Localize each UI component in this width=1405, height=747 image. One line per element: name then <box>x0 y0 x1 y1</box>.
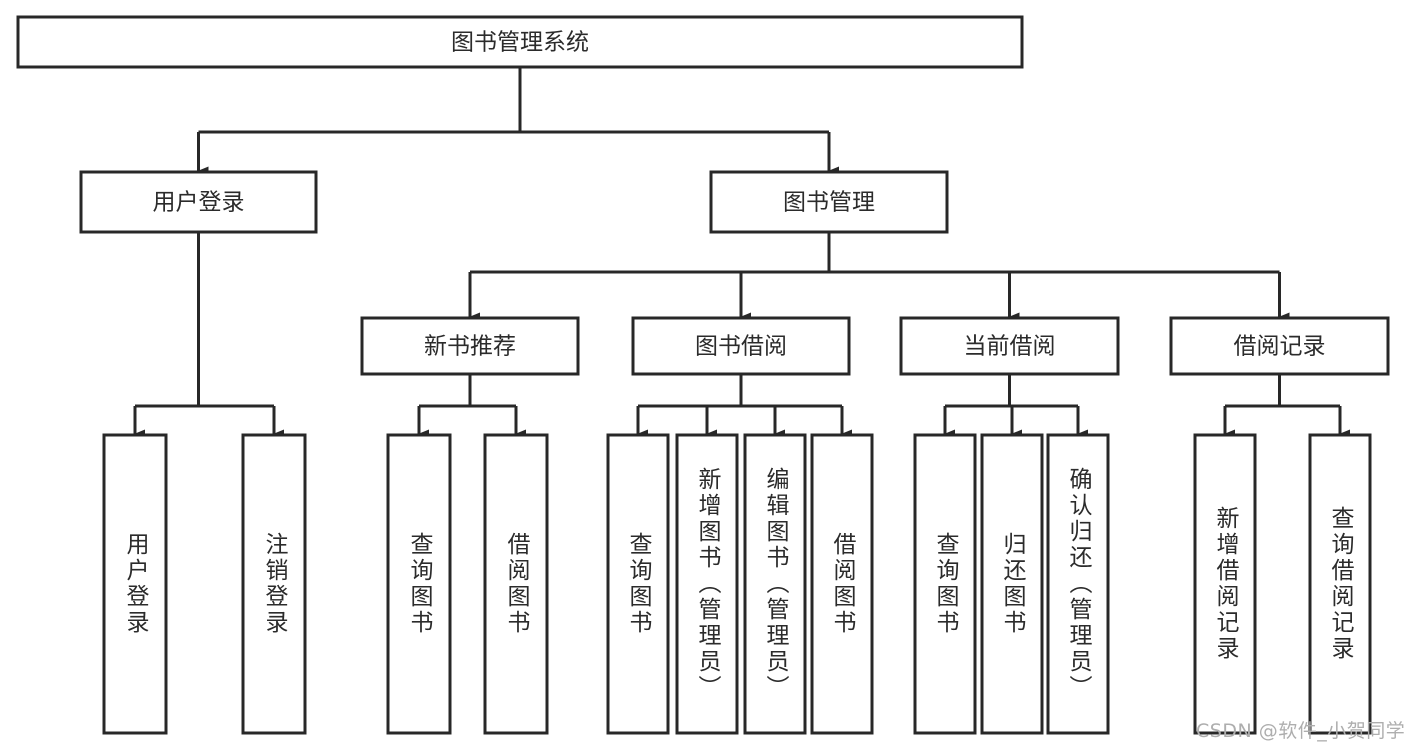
node-label: 新书推荐 <box>424 334 516 360</box>
node-box <box>1193 433 1257 735</box>
node-label: 图书管理系统 <box>451 30 589 56</box>
node-leaf-query-book-2[interactable] <box>606 433 670 735</box>
node-new-book-recommend[interactable]: 新书推荐 <box>360 316 580 376</box>
node-label: 借阅记录 <box>1234 334 1326 360</box>
node-box <box>810 433 874 735</box>
node-box <box>899 316 1120 376</box>
node-label: 当前借阅 <box>964 334 1056 360</box>
node-box <box>386 433 452 735</box>
node-leaf-borrow-book-1[interactable] <box>483 433 549 735</box>
node-user-login[interactable]: 用户登录 <box>79 170 318 234</box>
node-box <box>631 316 851 376</box>
node-box <box>79 170 318 234</box>
node-root[interactable]: 图书管理系统 <box>16 15 1024 69</box>
node-leaf-add-book[interactable] <box>675 433 739 735</box>
node-box <box>743 433 807 735</box>
node-leaf-edit-book[interactable] <box>743 433 807 735</box>
node-label: 图书借阅 <box>695 334 787 360</box>
node-box <box>606 433 670 735</box>
csdn-watermark: CSDN @软件_小贺同学 <box>1196 720 1405 742</box>
node-leaf-borrow-book-2[interactable] <box>810 433 874 735</box>
node-box <box>1308 433 1372 735</box>
edge-layer <box>133 67 1350 439</box>
node-label: 图书管理 <box>783 190 875 216</box>
node-current-borrow[interactable]: 当前借阅 <box>899 316 1120 376</box>
node-leaf-query-book-1[interactable] <box>386 433 452 735</box>
node-box <box>1046 433 1110 735</box>
node-box <box>16 15 1024 69</box>
node-box <box>913 433 977 735</box>
node-label: 用户登录 <box>153 190 245 216</box>
node-leaf-user-login[interactable] <box>102 433 168 735</box>
node-leaf-confirm-return[interactable] <box>1046 433 1110 735</box>
node-book-manage[interactable]: 图书管理 <box>709 170 949 234</box>
node-box <box>360 316 580 376</box>
node-borrow-record[interactable]: 借阅记录 <box>1169 316 1390 376</box>
node-box <box>241 433 307 735</box>
node-book-borrow[interactable]: 图书借阅 <box>631 316 851 376</box>
node-leaf-query-book-3[interactable] <box>913 433 977 735</box>
node-box <box>102 433 168 735</box>
node-leaf-add-record[interactable] <box>1193 433 1257 735</box>
node-box <box>980 433 1044 735</box>
node-leaf-logout[interactable] <box>241 433 307 735</box>
node-leaf-return-book[interactable] <box>980 433 1044 735</box>
node-leaf-query-record[interactable] <box>1308 433 1372 735</box>
node-box <box>483 433 549 735</box>
node-box <box>709 170 949 234</box>
node-box <box>675 433 739 735</box>
node-box <box>1169 316 1390 376</box>
